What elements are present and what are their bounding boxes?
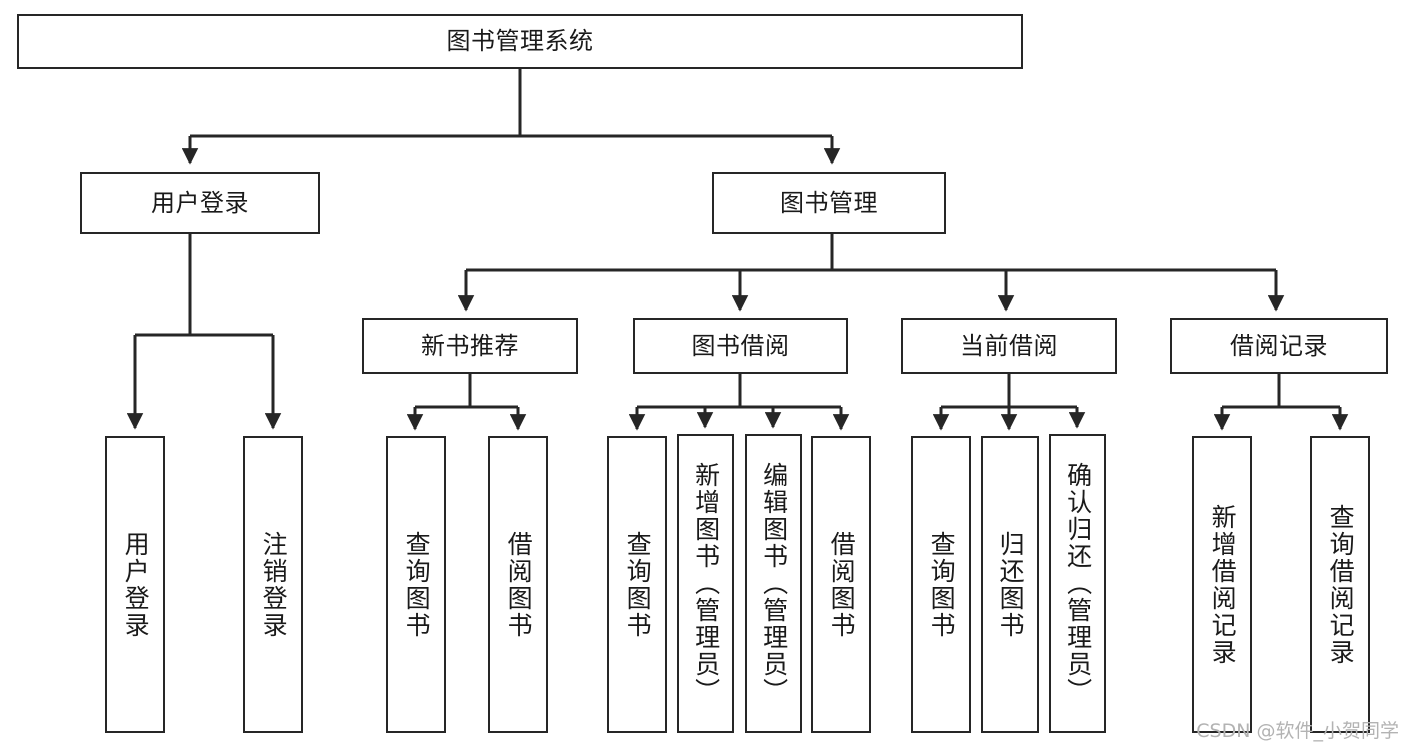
node-user-login[interactable]: 用户登录 [80, 172, 320, 234]
leaf-query-book-2-label: 查询图书 [623, 530, 653, 639]
leaf-borrow-book-1-label: 借阅图书 [504, 530, 534, 639]
leaf-query-record-label: 查询借阅记录 [1326, 503, 1356, 666]
node-borrow-record[interactable]: 借阅记录 [1170, 318, 1388, 374]
leaf-query-book-3[interactable]: 查询图书 [911, 436, 971, 733]
node-book-borrow[interactable]: 图书借阅 [633, 318, 848, 374]
leaf-query-book-2[interactable]: 查询图书 [607, 436, 667, 733]
node-root[interactable]: 图书管理系统 [17, 14, 1023, 69]
leaf-user-login-label: 用户登录 [121, 530, 151, 639]
node-root-label: 图书管理系统 [446, 27, 594, 56]
node-new-book-rec[interactable]: 新书推荐 [362, 318, 578, 374]
leaf-add-record[interactable]: 新增借阅记录 [1192, 436, 1252, 733]
node-user-login-label: 用户登录 [151, 188, 249, 217]
leaf-confirm-return[interactable]: 确认归还（管理员） [1049, 434, 1106, 733]
node-book-borrow-label: 图书借阅 [691, 331, 790, 360]
leaf-add-book-label: 新增图书（管理员） [691, 462, 721, 705]
leaf-logout-login-label: 注销登录 [259, 530, 289, 639]
leaf-logout-login[interactable]: 注销登录 [243, 436, 303, 733]
leaf-user-login[interactable]: 用户登录 [105, 436, 165, 733]
leaf-query-book-1[interactable]: 查询图书 [386, 436, 446, 733]
node-book-manage-label: 图书管理 [780, 188, 878, 217]
leaf-add-book[interactable]: 新增图书（管理员） [677, 434, 734, 733]
leaf-return-book[interactable]: 归还图书 [981, 436, 1039, 733]
node-new-book-rec-label: 新书推荐 [421, 331, 519, 360]
leaf-edit-book[interactable]: 编辑图书（管理员） [745, 434, 802, 733]
leaf-borrow-book-2[interactable]: 借阅图书 [811, 436, 871, 733]
leaf-edit-book-label: 编辑图书（管理员） [759, 462, 789, 705]
node-book-manage[interactable]: 图书管理 [712, 172, 946, 234]
watermark-text: CSDN @软件_小贺同学 [1196, 720, 1399, 742]
leaf-borrow-book-1[interactable]: 借阅图书 [488, 436, 548, 733]
leaf-confirm-return-label: 确认归还（管理员） [1063, 462, 1093, 705]
leaf-borrow-book-2-label: 借阅图书 [827, 530, 857, 639]
node-current-borrow[interactable]: 当前借阅 [901, 318, 1117, 374]
leaf-query-book-1-label: 查询图书 [402, 530, 432, 639]
leaf-query-book-3-label: 查询图书 [927, 530, 957, 639]
node-current-borrow-label: 当前借阅 [960, 331, 1058, 360]
node-borrow-record-label: 借阅记录 [1230, 331, 1328, 360]
leaf-query-record[interactable]: 查询借阅记录 [1310, 436, 1370, 733]
leaf-add-record-label: 新增借阅记录 [1208, 503, 1238, 666]
leaf-return-book-label: 归还图书 [996, 530, 1026, 639]
